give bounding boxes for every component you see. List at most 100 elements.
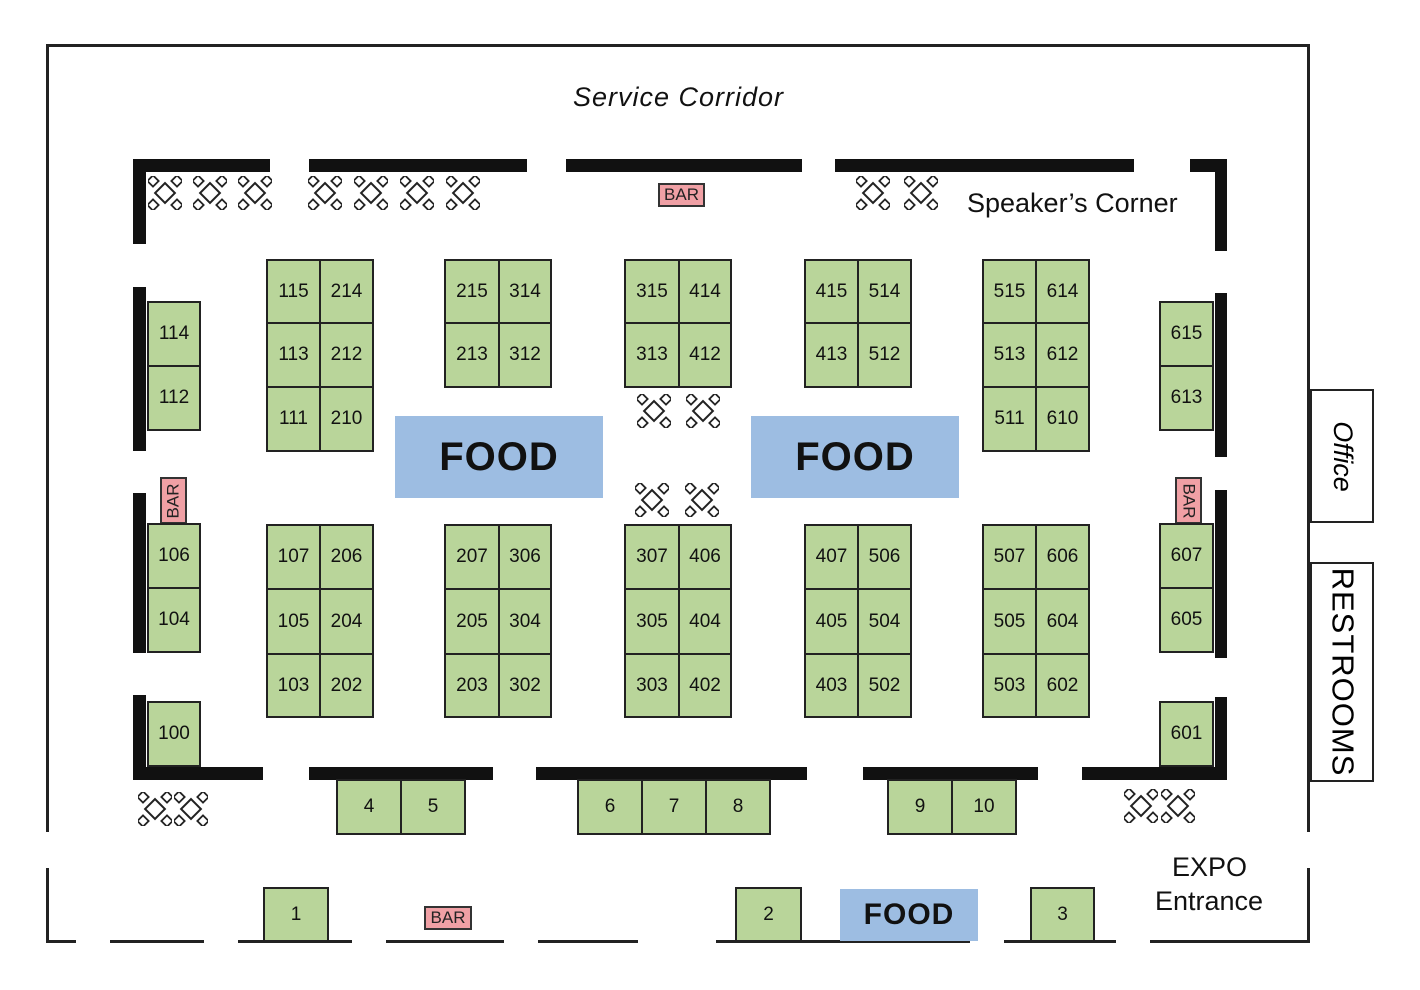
- cafe-table-icon[interactable]: [308, 176, 342, 210]
- booth-204[interactable]: 204: [319, 588, 374, 655]
- booth-114[interactable]: 114: [147, 301, 201, 367]
- booth-7[interactable]: 7: [641, 779, 707, 835]
- booth-605[interactable]: 605: [1159, 587, 1214, 653]
- booth-111[interactable]: 111: [266, 386, 321, 452]
- booth-105[interactable]: 105: [266, 588, 321, 655]
- bar-entrance[interactable]: BAR: [424, 906, 472, 930]
- booth-205[interactable]: 205: [444, 588, 500, 655]
- cafe-table-icon[interactable]: [1124, 789, 1158, 823]
- cafe-table-icon[interactable]: [685, 483, 719, 517]
- booth-313[interactable]: 313: [624, 322, 680, 388]
- booth-513[interactable]: 513: [982, 322, 1037, 388]
- bar-top[interactable]: BAR: [658, 183, 705, 207]
- booth-402[interactable]: 402: [678, 653, 732, 718]
- booth-602[interactable]: 602: [1035, 653, 1090, 718]
- booth-304[interactable]: 304: [498, 588, 552, 655]
- booth-302[interactable]: 302: [498, 653, 552, 718]
- cafe-table-icon[interactable]: [856, 176, 890, 210]
- booth-1[interactable]: 1: [263, 887, 329, 942]
- booth-614[interactable]: 614: [1035, 259, 1090, 324]
- office-room[interactable]: Office: [1310, 389, 1374, 523]
- cafe-table-icon[interactable]: [1161, 789, 1195, 823]
- booth-613[interactable]: 613: [1159, 365, 1214, 431]
- cafe-table-icon[interactable]: [686, 394, 720, 428]
- booth-612[interactable]: 612: [1035, 322, 1090, 388]
- booth-213[interactable]: 213: [444, 322, 500, 388]
- booth-413[interactable]: 413: [804, 322, 859, 388]
- booth-414[interactable]: 414: [678, 259, 732, 324]
- booth-615[interactable]: 615: [1159, 301, 1214, 367]
- booth-511[interactable]: 511: [982, 386, 1037, 452]
- food-area-right[interactable]: FOOD: [751, 416, 959, 498]
- cafe-table-icon[interactable]: [904, 176, 938, 210]
- cafe-table-icon[interactable]: [354, 176, 388, 210]
- booth-106[interactable]: 106: [147, 523, 201, 589]
- cafe-table-icon[interactable]: [637, 394, 671, 428]
- cafe-table-icon[interactable]: [193, 176, 227, 210]
- booth-607[interactable]: 607: [1159, 523, 1214, 589]
- booth-403[interactable]: 403: [804, 653, 859, 718]
- booth-406[interactable]: 406: [678, 524, 732, 590]
- cafe-table-icon[interactable]: [174, 792, 208, 826]
- cafe-table-icon[interactable]: [400, 176, 434, 210]
- booth-610[interactable]: 610: [1035, 386, 1090, 452]
- booth-407[interactable]: 407: [804, 524, 859, 590]
- booth-212[interactable]: 212: [319, 322, 374, 388]
- booth-206[interactable]: 206: [319, 524, 374, 590]
- booth-107[interactable]: 107: [266, 524, 321, 590]
- booth-214[interactable]: 214: [319, 259, 374, 324]
- bar-left[interactable]: BAR: [160, 477, 187, 524]
- cafe-table-icon[interactable]: [138, 792, 172, 826]
- booth-113[interactable]: 113: [266, 322, 321, 388]
- booth-515[interactable]: 515: [982, 259, 1037, 324]
- booth-514[interactable]: 514: [857, 259, 912, 324]
- booth-305[interactable]: 305: [624, 588, 680, 655]
- booth-9[interactable]: 9: [887, 779, 953, 835]
- booth-307[interactable]: 307: [624, 524, 680, 590]
- cafe-table-icon[interactable]: [148, 176, 182, 210]
- booth-504[interactable]: 504: [857, 588, 912, 655]
- food-area-entrance[interactable]: FOOD: [840, 889, 978, 941]
- booth-3[interactable]: 3: [1030, 887, 1095, 942]
- booth-5[interactable]: 5: [400, 779, 466, 835]
- booth-505[interactable]: 505: [982, 588, 1037, 655]
- booth-415[interactable]: 415: [804, 259, 859, 324]
- cafe-table-icon[interactable]: [635, 483, 669, 517]
- booth-506[interactable]: 506: [857, 524, 912, 590]
- booth-312[interactable]: 312: [498, 322, 552, 388]
- booth-215[interactable]: 215: [444, 259, 500, 324]
- booth-315[interactable]: 315: [624, 259, 680, 324]
- booth-306[interactable]: 306: [498, 524, 552, 590]
- booth-104[interactable]: 104: [147, 587, 201, 653]
- booth-503[interactable]: 503: [982, 653, 1037, 718]
- bar-right[interactable]: BAR: [1175, 477, 1202, 524]
- booth-10[interactable]: 10: [951, 779, 1017, 835]
- booth-6[interactable]: 6: [577, 779, 643, 835]
- booth-502[interactable]: 502: [857, 653, 912, 718]
- booth-4[interactable]: 4: [336, 779, 402, 835]
- booth-404[interactable]: 404: [678, 588, 732, 655]
- cafe-table-icon[interactable]: [238, 176, 272, 210]
- booth-405[interactable]: 405: [804, 588, 859, 655]
- booth-314[interactable]: 314: [498, 259, 552, 324]
- booth-210[interactable]: 210: [319, 386, 374, 452]
- booth-203[interactable]: 203: [444, 653, 500, 718]
- restrooms-room[interactable]: RESTROOMS: [1310, 562, 1374, 782]
- booth-606[interactable]: 606: [1035, 524, 1090, 590]
- booth-604[interactable]: 604: [1035, 588, 1090, 655]
- cafe-table-icon[interactable]: [446, 176, 480, 210]
- booth-2[interactable]: 2: [735, 887, 802, 942]
- booth-100[interactable]: 100: [147, 701, 201, 767]
- booth-207[interactable]: 207: [444, 524, 500, 590]
- food-area-left[interactable]: FOOD: [395, 416, 603, 498]
- booth-115[interactable]: 115: [266, 259, 321, 324]
- booth-303[interactable]: 303: [624, 653, 680, 718]
- booth-202[interactable]: 202: [319, 653, 374, 718]
- booth-412[interactable]: 412: [678, 322, 732, 388]
- booth-112[interactable]: 112: [147, 365, 201, 431]
- booth-601[interactable]: 601: [1159, 701, 1214, 767]
- booth-507[interactable]: 507: [982, 524, 1037, 590]
- booth-8[interactable]: 8: [705, 779, 771, 835]
- booth-103[interactable]: 103: [266, 653, 321, 718]
- booth-512[interactable]: 512: [857, 322, 912, 388]
